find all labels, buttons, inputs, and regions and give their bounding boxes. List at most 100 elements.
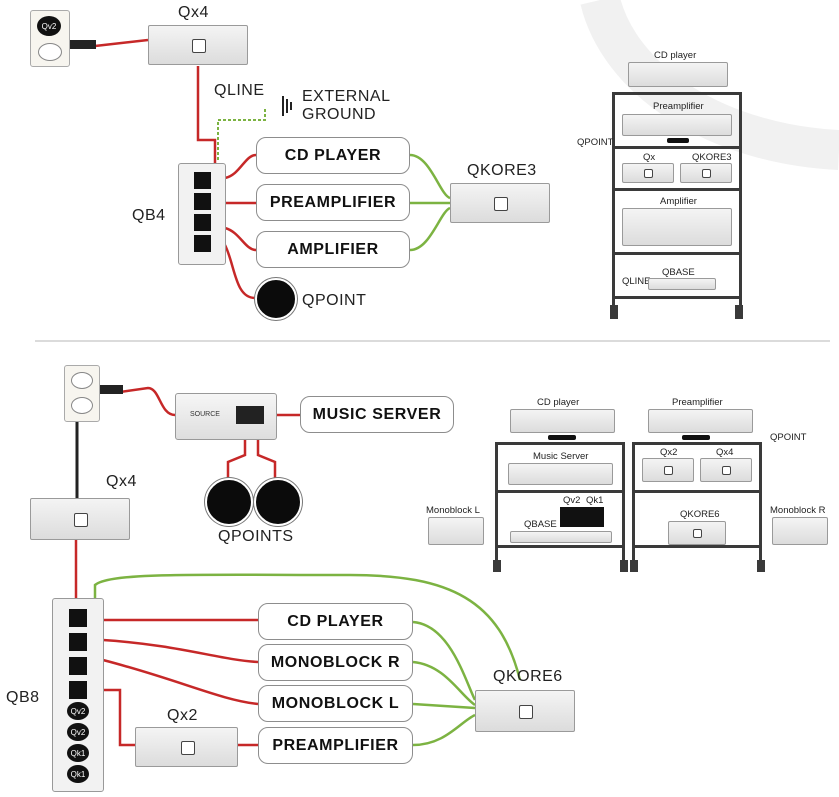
q-logo-icon: [494, 197, 508, 211]
qpoint-label: QPOINT: [302, 292, 367, 309]
rack-qk1-label: Qk1: [586, 495, 604, 506]
rack-qx2-label: Qx2: [660, 447, 678, 458]
power-plug: [68, 40, 96, 49]
outlet-port: [194, 214, 211, 231]
rack-music-server-unit: [508, 463, 613, 485]
q-logo-icon: [693, 529, 702, 538]
rack-preamplifier-unit: [648, 409, 753, 433]
monoblock-l-unit: [428, 517, 484, 545]
qx4-label: Qx4: [106, 473, 137, 490]
external-ground-line2: GROUND: [302, 106, 377, 123]
rack-amplifier-label: Amplifier: [660, 196, 697, 207]
source-unit: SOURCE: [175, 393, 277, 440]
qb8-label: QB8: [6, 689, 40, 706]
preamplifier-pill: PREAMPLIFIER: [256, 184, 410, 221]
qb4-label: QB4: [132, 207, 166, 224]
ground-symbol-icon: [281, 96, 293, 116]
power-cable: [196, 66, 217, 165]
outlet-port: [194, 235, 211, 252]
monoblock-r-pill: MONOBLOCK R: [258, 644, 413, 681]
rack-qkore6-label: QKORE6: [680, 509, 720, 520]
qline-cable: [217, 108, 266, 160]
qv2-outlet-badge: Qv2: [37, 16, 61, 36]
qkore3-label: QKORE3: [467, 162, 537, 179]
preamplifier-pill: PREAMPLIFIER: [258, 727, 413, 764]
rack-amplifier-unit: [622, 208, 732, 246]
qk1-port: Qk1: [67, 765, 89, 783]
rack-preamplifier-unit: [622, 114, 732, 136]
music-server-pill: MUSIC SERVER: [300, 396, 454, 433]
outlet-socket: [71, 372, 93, 389]
cd-player-pill: CD PLAYER: [258, 603, 413, 640]
rack-qv2-label: Qv2: [563, 495, 581, 506]
outlet-port: [69, 681, 87, 699]
rack-music-server-label: Music Server: [533, 451, 589, 462]
rack-cd-player-unit: [510, 409, 615, 433]
rack-qpoint-label: QPOINT: [577, 137, 614, 148]
top-equipment-rack: CD player Preamplifier QPOINT Qx QKORE3 …: [577, 40, 745, 320]
rack-qpoint-label: QPOINT: [770, 432, 807, 443]
qx4-label: Qx4: [178, 4, 209, 21]
rack-qkore6-unit: [668, 521, 726, 545]
rack-qkore3-unit: [680, 163, 732, 183]
bottom-equipment-racks: CD player Music Server Qv2 Qk1 QBASE Pre…: [420, 395, 839, 575]
rack-cd-player-label: CD player: [537, 397, 580, 408]
qkore6-label: QKORE6: [493, 668, 563, 685]
qx4-unit: [148, 25, 248, 65]
qv2-port: Qv2: [67, 723, 89, 741]
rack-preamplifier-label: Preamplifier: [653, 101, 704, 112]
outlet-port: [194, 172, 211, 189]
source-badge: SOURCE: [190, 411, 220, 418]
qk1-port: Qk1: [67, 744, 89, 762]
rack-qline-label: QLINE: [622, 276, 651, 287]
q-logo-icon: [702, 169, 711, 178]
rack-cable-block: [560, 507, 604, 527]
q-logo-icon: [74, 513, 88, 527]
qpoints-label: QPOINTS: [218, 528, 294, 545]
wall-outlet: Qv2: [30, 10, 70, 67]
rack-qx4-unit: [700, 458, 752, 482]
outlet-port: [69, 609, 87, 627]
monoblock-l-pill: MONOBLOCK L: [258, 685, 413, 722]
outlet-socket: [38, 43, 62, 61]
rack-qkore3-label: QKORE3: [692, 152, 732, 163]
qx4-unit: [30, 498, 130, 540]
cd-player-pill: CD PLAYER: [256, 137, 410, 174]
qline-label: QLINE: [214, 82, 265, 99]
rack-cd-player-label: CD player: [654, 50, 697, 61]
amplifier-pill: AMPLIFIER: [256, 231, 410, 268]
rack-qbase-unit: [510, 531, 612, 543]
rack-qbase-label: QBASE: [524, 519, 557, 530]
outlet-port: [194, 193, 211, 210]
qx2-label: Qx2: [167, 707, 198, 724]
qpoint-puck: [205, 478, 253, 526]
wall-outlet: [64, 365, 100, 422]
rack-qpoint-puck: [548, 435, 576, 440]
q-logo-icon: [722, 466, 731, 475]
qkore6-unit: [475, 690, 575, 732]
monoblock-l-label: Monoblock L: [426, 505, 480, 516]
rack-qbase-unit: [648, 278, 716, 290]
q-logo-icon: [664, 466, 673, 475]
source-port-panel: [236, 406, 264, 424]
qv2-port: Qv2: [67, 702, 89, 720]
q-logo-icon: [192, 39, 206, 53]
outlet-socket: [71, 397, 93, 414]
rack-cd-player-unit: [628, 62, 728, 87]
rack-qx-label: Qx: [643, 152, 656, 163]
rack-qx-unit: [622, 163, 674, 183]
power-cable: [94, 38, 149, 48]
q-logo-icon: [644, 169, 653, 178]
qx2-unit: [135, 727, 238, 767]
q-logo-icon: [180, 741, 195, 755]
qb8-unit: Qv2 Qv2 Qk1 Qk1: [52, 598, 104, 792]
qb4-unit: [178, 163, 226, 265]
outlet-port: [69, 657, 87, 675]
rack-qx2-unit: [642, 458, 694, 482]
monoblock-r-unit: [772, 517, 828, 545]
qkore3-unit: [450, 183, 550, 223]
rack-qpoint-puck: [682, 435, 710, 440]
rack-preamplifier-label: Preamplifier: [672, 397, 723, 408]
rack-qpoint-puck: [667, 138, 689, 143]
